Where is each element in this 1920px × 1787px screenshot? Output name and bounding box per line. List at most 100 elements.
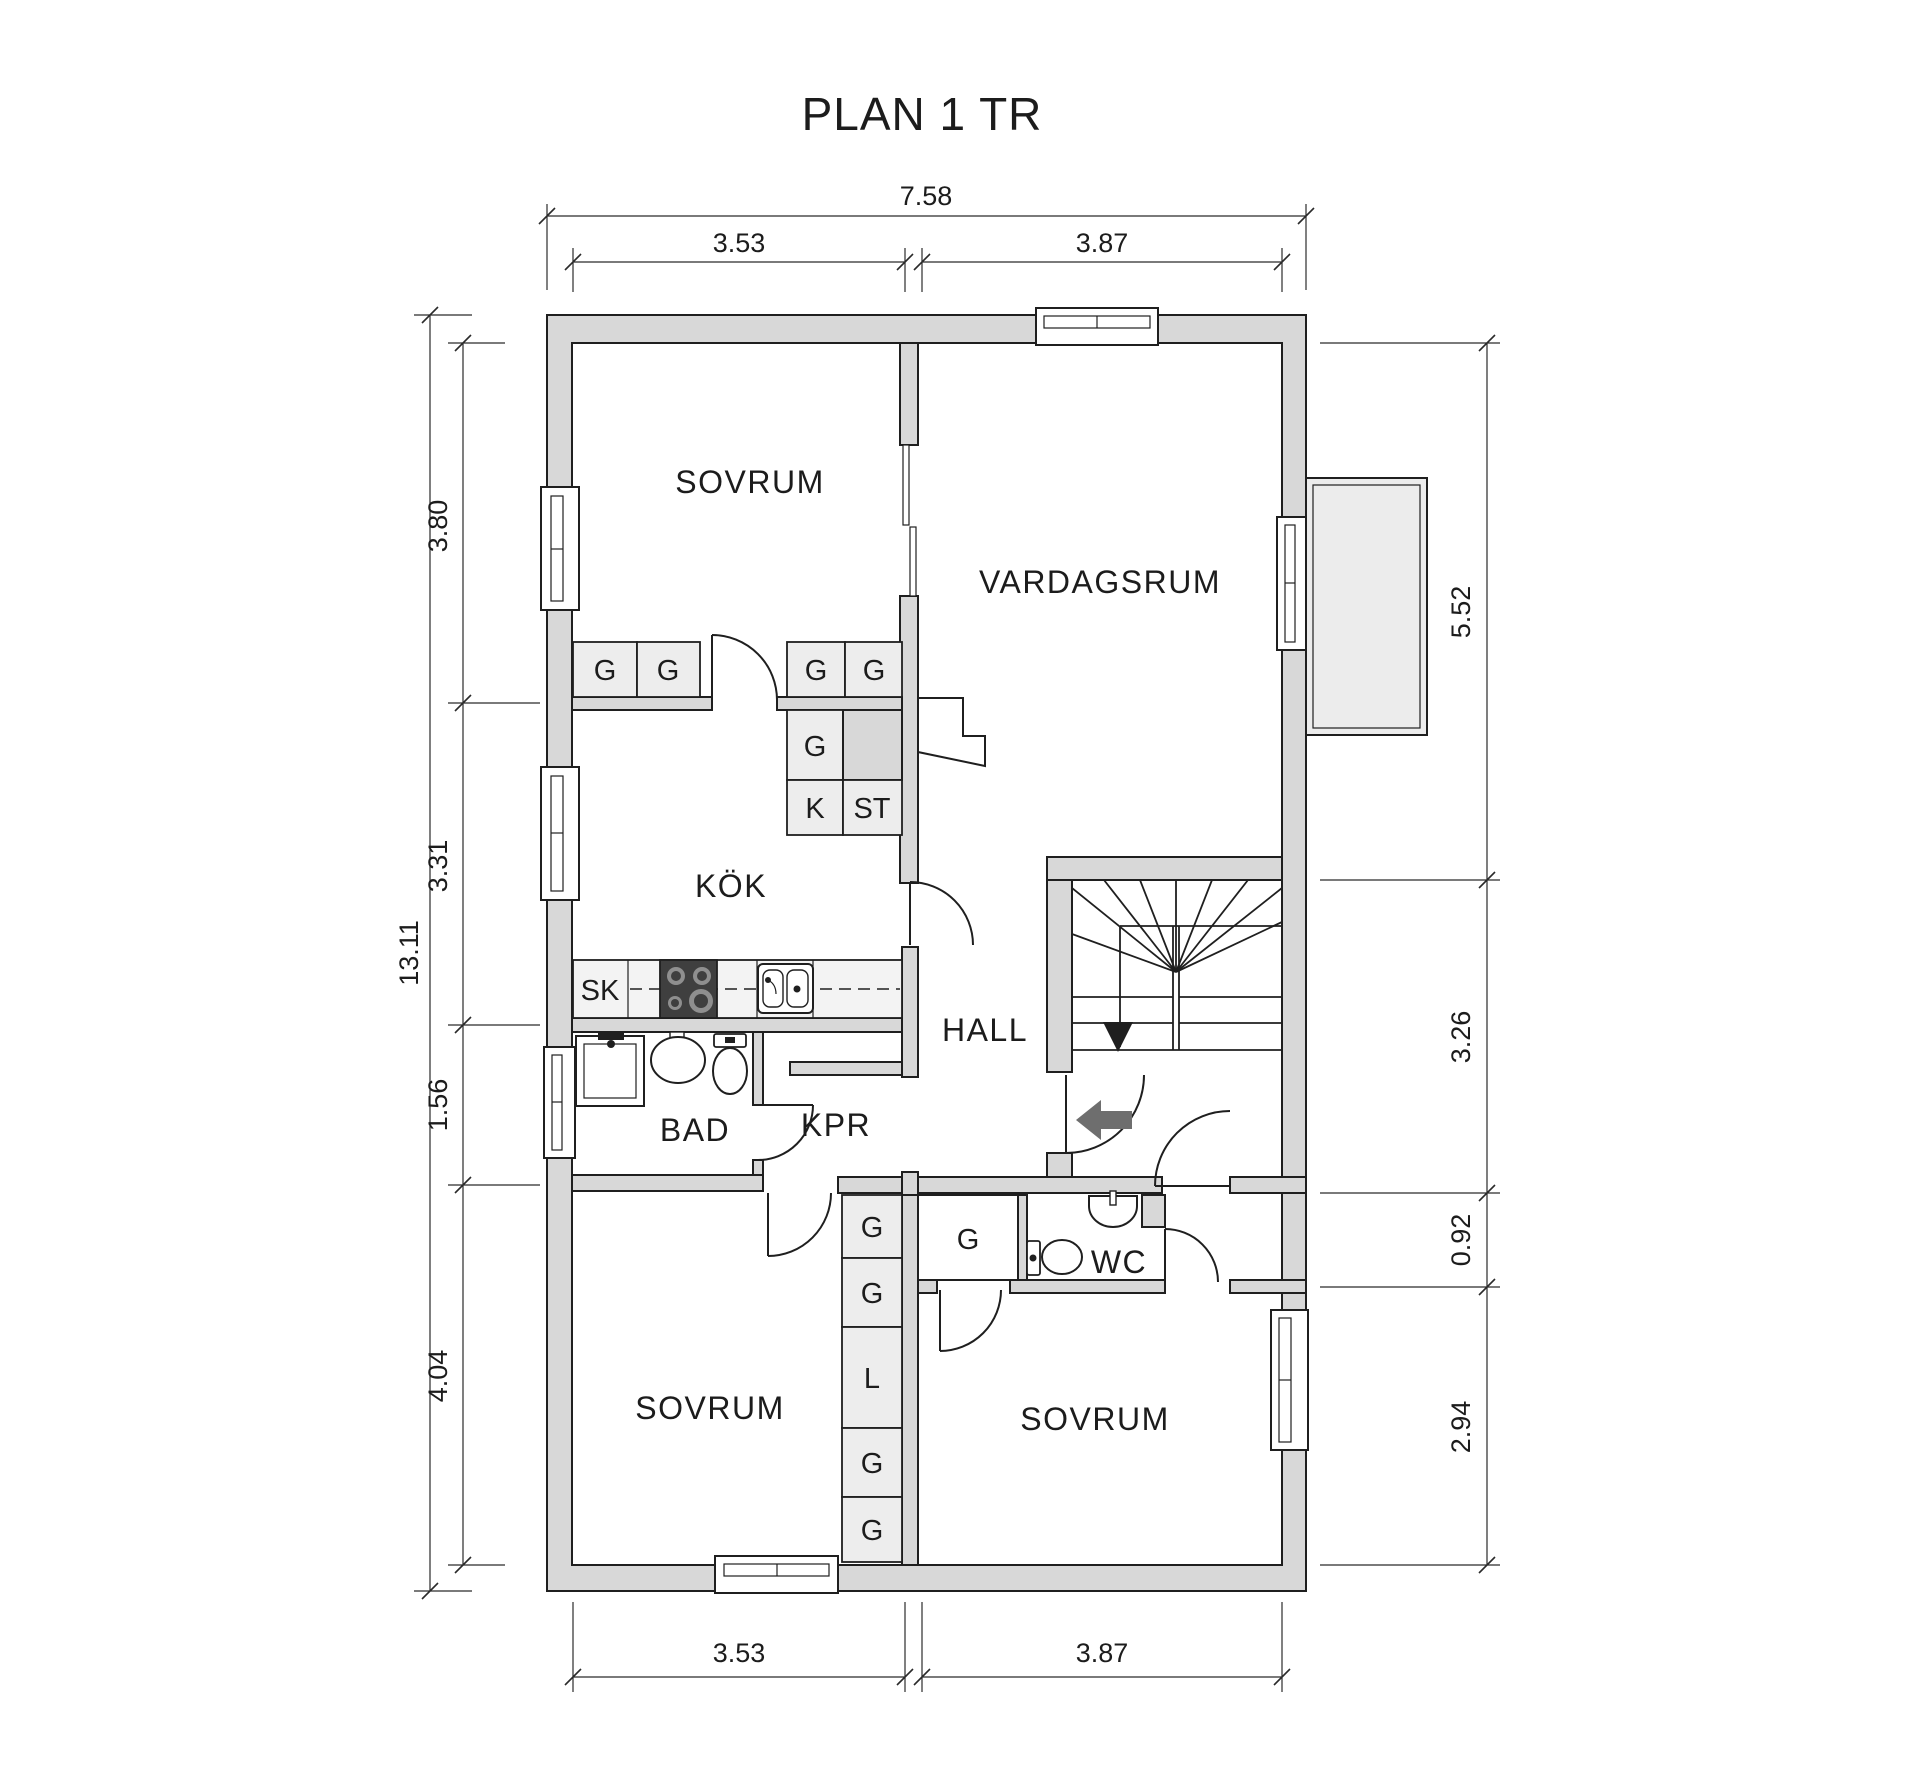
- window-bedroom-top: [540, 486, 580, 611]
- shower-icon: [575, 1031, 645, 1107]
- door-walk-in-closet: [939, 1289, 1002, 1352]
- burner-center: [697, 971, 707, 981]
- dim-tick: [1478, 334, 1496, 352]
- closet-label-g: G: [805, 655, 828, 687]
- wardrobe-box: [636, 641, 701, 698]
- windows: [540, 307, 1309, 1594]
- closet-label-g: G: [861, 1515, 884, 1547]
- closet-labels: G G G G G K ST SK G G L G G G: [581, 655, 980, 1547]
- entry-arrow-icon: [1076, 1100, 1132, 1140]
- wc-basin-icon: [1088, 1190, 1138, 1228]
- closet-label-g: G: [804, 731, 827, 763]
- dimensions-top: 7.58 3.53 3.87: [538, 181, 1315, 292]
- dim-tick: [564, 253, 582, 271]
- wardrobe-box: [786, 709, 844, 781]
- wc-toilet-icon: [1026, 1239, 1083, 1276]
- door-bathroom: [757, 1104, 814, 1161]
- dim-label-bottom-right: 3.87: [1076, 1638, 1129, 1668]
- closet-label-sk: SK: [581, 975, 620, 1007]
- dim-label-left-1: 3.80: [423, 500, 453, 553]
- room-label-living-room: VARDAGSRUM: [979, 564, 1221, 600]
- balcony-deck: [1305, 477, 1428, 736]
- dim-tick: [913, 253, 931, 271]
- balcony-door: [1276, 516, 1309, 651]
- sink-basin: [762, 969, 784, 1008]
- plan-title: PLAN 1 TR: [802, 88, 1043, 140]
- wall-segment: [571, 1174, 764, 1192]
- wardrobes: [572, 641, 1019, 1563]
- door-kitchen-hall: [909, 881, 974, 946]
- room-label-bedroom-bottom-right: SOVRUM: [1020, 1401, 1169, 1437]
- wall-segment: [917, 1279, 938, 1294]
- kitchen-sink-icon: [757, 963, 814, 1014]
- wardrobe-box: [844, 641, 903, 698]
- wardrobe-box: [841, 1496, 903, 1563]
- wall-segment: [789, 1061, 903, 1076]
- room-label-wc: WC: [1091, 1244, 1147, 1280]
- dim-label-right-4: 2.94: [1446, 1401, 1476, 1454]
- door-entry-from-stairs: [1065, 1074, 1145, 1154]
- dim-tick: [1478, 1556, 1496, 1574]
- bathroom-basin-icon: [650, 1031, 706, 1084]
- bathroom-fixtures: [575, 1031, 748, 1107]
- closet-label-g: G: [861, 1212, 884, 1244]
- dim-tick: [538, 207, 556, 225]
- dim-tick: [896, 253, 914, 271]
- shower-mixer: [598, 1031, 624, 1040]
- window-bathroom: [543, 1046, 576, 1159]
- sliding-door-leaf: [902, 444, 910, 526]
- wall-segment: [1017, 1194, 1028, 1281]
- wall-segment: [901, 946, 919, 1078]
- dimensions-bottom: 3.53 3.87: [564, 1602, 1291, 1692]
- dim-label-top-left: 3.53: [713, 228, 766, 258]
- room-label-kitchen: KÖK: [695, 868, 767, 904]
- dim-tick: [913, 1668, 931, 1686]
- closet-label-st: ST: [853, 793, 890, 825]
- dim-tick: [1478, 871, 1496, 889]
- cleaning-closet-box: [842, 779, 903, 836]
- wardrobe-box: [841, 1427, 903, 1498]
- door-wc: [1164, 1228, 1219, 1283]
- staircase: [1071, 879, 1283, 1052]
- dim-label-left-2: 3.31: [423, 840, 453, 893]
- balcony-rail: [1312, 484, 1421, 729]
- closet-label-l: L: [864, 1363, 880, 1395]
- wc-fixtures: [1026, 1190, 1138, 1276]
- closet-label-g: G: [863, 655, 886, 687]
- dim-tick: [421, 1582, 439, 1600]
- stairwell-left-wall: [1046, 879, 1073, 1073]
- dim-label-right-3: 0.92: [1446, 1214, 1476, 1267]
- dim-tick: [454, 334, 472, 352]
- window-living-room-top: [1035, 307, 1159, 346]
- dimensions-right: 5.52 3.26 0.92 2.94: [1320, 334, 1500, 1574]
- closet-label-g: G: [957, 1224, 980, 1256]
- dim-label-top-right: 3.87: [1076, 228, 1129, 258]
- door-kpr-bedroom-bottom-left: [767, 1192, 832, 1257]
- closet-label-g: G: [594, 655, 617, 687]
- wall-segment: [899, 342, 919, 446]
- wardrobe-box: [572, 641, 638, 698]
- burner-center: [671, 971, 681, 981]
- window-bedroom-bottom-right: [1270, 1309, 1309, 1451]
- chimney-flue: [917, 697, 986, 768]
- wall-segment: [776, 696, 903, 711]
- wall-segment: [1046, 1152, 1073, 1178]
- closet-label-g: G: [657, 655, 680, 687]
- dim-tick: [454, 1016, 472, 1034]
- dim-tick: [896, 1668, 914, 1686]
- stair-down-arrow-icon: [1103, 1022, 1133, 1052]
- wall-segment: [837, 1176, 903, 1194]
- dim-label-right-1: 5.52: [1446, 586, 1476, 639]
- dim-tick: [421, 306, 439, 324]
- stove-icon: [659, 959, 718, 1019]
- wall-segment: [1229, 1176, 1307, 1194]
- burner-center: [671, 999, 679, 1007]
- sink-drain: [793, 985, 801, 993]
- door-hall-vestibule: [1154, 1110, 1231, 1187]
- door-bedroom-top-kitchen: [711, 634, 778, 701]
- window-kitchen: [540, 766, 580, 901]
- room-labels: SOVRUM VARDAGSRUM KÖK HALL BAD KPR WC SO…: [635, 464, 1221, 1437]
- dimensions-left: 13.11 3.80 3.31 1.56 4.04: [394, 306, 540, 1600]
